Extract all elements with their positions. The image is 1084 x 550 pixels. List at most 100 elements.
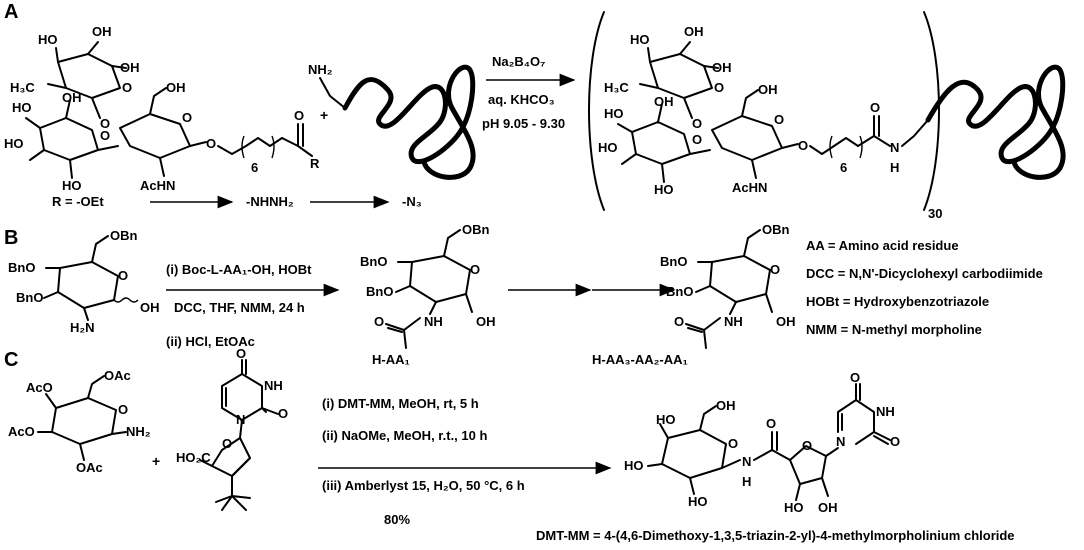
plus-sign: + (320, 107, 328, 123)
repeat-six: 6 (251, 160, 258, 175)
atom-ho: HO (12, 100, 32, 115)
product-galactose: HO OH HO HO O (598, 94, 711, 197)
repeat-count: 30 (928, 206, 942, 221)
atom-oh: OH (120, 60, 140, 75)
step-b1: (i) Boc-L-AA₁-OH, HOBt (166, 262, 312, 277)
atom-o: O (294, 108, 304, 123)
atom-haa1: H-AA₁ (372, 352, 410, 367)
panel-a: A HO OH OH H₃C O O HO OH HO H (4, 1, 1066, 221)
reaction-arrow-b1: (i) Boc-L-AA₁-OH, HOBt DCC, THF, NMM, 24… (166, 262, 340, 349)
atom-o: O (802, 438, 812, 453)
atom-o: O (870, 100, 880, 115)
step-c3: (iii) Amberlyst 15, H₂O, 50 °C, 6 h (322, 478, 525, 493)
linker-chain-a: 6 O R + (217, 107, 328, 175)
panel-label-b: B (4, 227, 18, 249)
atom-oh: OH (92, 24, 112, 39)
atom-ho: HO (784, 500, 804, 515)
atom-ho: HO (654, 182, 674, 197)
fucose-ring: HO OH OH H₃C O O (10, 24, 140, 131)
atom-o: O (118, 402, 128, 417)
atom-o: O (766, 416, 776, 431)
glucosamine-ring-a: OH O AcHN O (119, 80, 216, 193)
atom-o: O (278, 406, 288, 421)
atom-n: N (836, 434, 845, 449)
r-group-sequence: R = -OEt -NHNH₂ -N₃ (52, 194, 422, 209)
atom-o: O (798, 138, 808, 153)
atom-bno: BnO (366, 284, 393, 299)
protein-coil-right (925, 64, 1066, 180)
atom-obn: OBn (462, 222, 490, 237)
atom-ho: HO (38, 32, 58, 47)
atom-nh: NH (724, 314, 743, 329)
atom-n: N (236, 412, 245, 427)
r-ethoxy: R = -OEt (52, 194, 104, 209)
right-parenthesis (923, 11, 940, 211)
panel-b: B OBn BnO BnO O H₂N OH (i) Boc-L-AA₁-OH,… (4, 222, 1043, 367)
atom-oh: OH (776, 314, 796, 329)
atom-oh: OH (684, 24, 704, 39)
r-azide: -N₃ (402, 194, 422, 209)
atom-aco: AcO (8, 424, 35, 439)
protein-coil-left (342, 64, 476, 180)
atom-ho: HO (598, 140, 618, 155)
reaction-arrow-c: (i) DMT-MM, MeOH, rt, 5 h (ii) NaOMe, Me… (318, 396, 612, 527)
product-galactosyl: HO OH HO O HO N H O (624, 398, 791, 509)
glucosamine-tripeptide: OBn BnO BnO O NH O OH H-AA₃-AA₂-AA₁ (592, 222, 796, 367)
galactosylamine: AcO OAc AcO O NH₂ OAc (8, 368, 151, 475)
atom-nh: NH (264, 378, 283, 393)
product-fucose: HO OH OH H₃C O O (604, 24, 732, 131)
atom-o: O (222, 436, 232, 451)
atom-o: O (206, 136, 216, 151)
atom-oac: OAc (104, 368, 131, 383)
atom-bno: BnO (16, 290, 43, 305)
atom-r: R (310, 156, 320, 171)
atom-oh: OH (476, 314, 496, 329)
reagent-ph: pH 9.05 - 9.30 (482, 116, 565, 131)
plus-sign-c: + (152, 453, 160, 469)
reaction-arrow-a: Na₂B₄O₇ aq. KHCO₃ pH 9.05 - 9.30 (482, 54, 576, 131)
atom-nh: NH (876, 404, 895, 419)
step-b2: (ii) HCl, EtOAc (166, 334, 255, 349)
atom-o: O (374, 314, 384, 329)
legend-nmm: NMM = N-methyl morpholine (806, 322, 982, 337)
atom-ho: HO (630, 32, 650, 47)
atom-o: O (118, 268, 128, 283)
atom-ch3: H₃C (604, 80, 629, 95)
atom-bno: BnO (360, 254, 387, 269)
atom-o: O (774, 112, 784, 127)
panel-label-a: A (4, 1, 18, 23)
atom-ho: HO (604, 106, 624, 121)
galactose-ring-a: HO OH HO HO O (4, 90, 119, 193)
legend-hobt: HOBt = Hydroxybenzotriazole (806, 294, 989, 309)
atom-ho: HO (4, 136, 24, 151)
atom-ch3: H₃C (10, 80, 35, 95)
atom-haa321: H-AA₃-AA₂-AA₁ (592, 352, 688, 367)
atom-ho: HO (624, 458, 644, 473)
atom-nh2: NH₂ (126, 424, 151, 439)
atom-h: H (890, 160, 899, 175)
carrier-protein: NH₂ (308, 62, 476, 180)
r-hydrazide: -NHNH₂ (246, 194, 294, 209)
atom-h: H (742, 474, 751, 489)
atom-oh: OH (62, 90, 82, 105)
legend-dcc: DCC = N,N'-Dicyclohexyl carbodiimide (806, 266, 1043, 281)
yield: 80% (384, 512, 410, 527)
glucosamine-start: OBn BnO BnO O H₂N OH (8, 228, 160, 335)
atom-o: O (122, 80, 132, 95)
product-uridine: O HO OH N O NH O (784, 370, 900, 515)
atom-acnh: AcHN (140, 178, 175, 193)
product-linker: 6 O N H (809, 100, 929, 175)
atom-oh: OH (818, 500, 838, 515)
atom-o: O (692, 116, 702, 131)
panel-c: C AcO OAc AcO O NH₂ OAc + O N (4, 346, 1015, 543)
atom-o: O (674, 314, 684, 329)
atom-obn: OBn (762, 222, 790, 237)
dmt-mm-footnote: DMT-MM = 4-(4,6-Dimethoxy-1,3,5-triazin-… (536, 528, 1015, 543)
atom-aco: AcO (26, 380, 53, 395)
atom-n: N (890, 140, 899, 155)
atom-o: O (770, 262, 780, 277)
atom-obn: OBn (110, 228, 138, 243)
atom-oh: OH (712, 60, 732, 75)
atom-acnh: AcHN (732, 180, 767, 195)
abbreviation-legend: AA = Amino acid residue DCC = N,N'-Dicyc… (806, 238, 1043, 337)
